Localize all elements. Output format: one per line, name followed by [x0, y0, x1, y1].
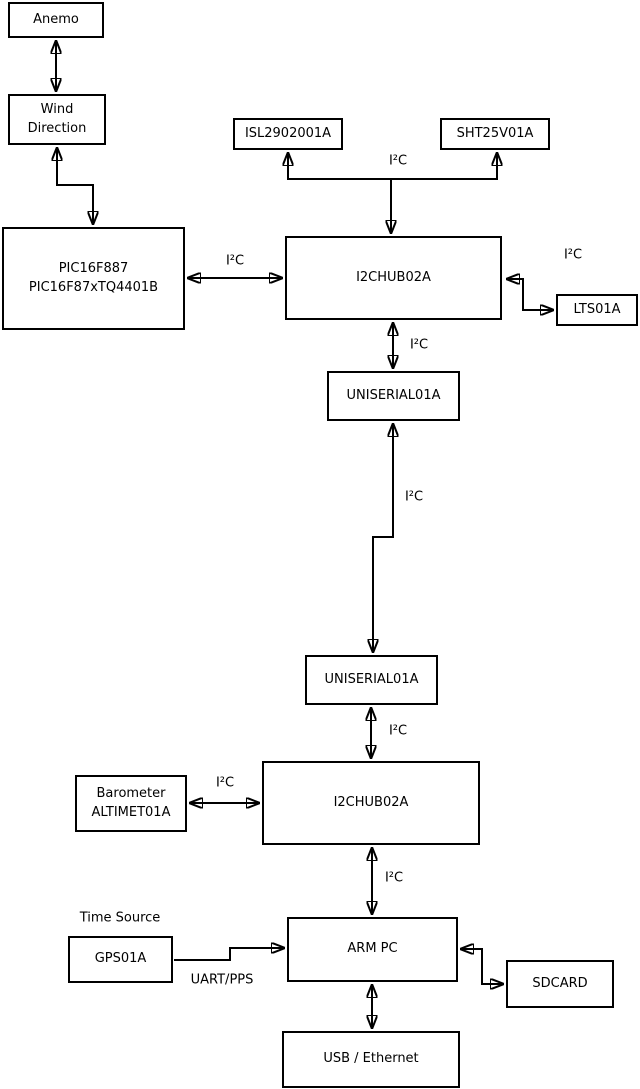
connector-hub1-lts: [507, 279, 553, 310]
node-lts01a-label: LTS01A: [573, 301, 621, 317]
edge-label-time-source: Time Source: [79, 910, 161, 926]
edge-label-uart-pps: UART/PPS: [190, 972, 254, 988]
edge-label-i2c-hub1-lts: I²C: [563, 247, 583, 263]
node-uniserial01a-bottom-label: UNISERIAL01A: [324, 671, 419, 687]
edge-label-i2c-uniserial-link: I²C: [404, 489, 424, 505]
node-i2chub02a-bottom: I2CHUB02A: [262, 761, 480, 845]
node-sdcard: SDCARD: [506, 960, 614, 1008]
node-i2chub02a-top: I2CHUB02A: [285, 236, 502, 320]
node-arm-pc: ARM PC: [287, 917, 458, 982]
node-usb-ethernet: USB / Ethernet: [282, 1031, 460, 1088]
node-uniserial01a-bottom: UNISERIAL01A: [305, 655, 438, 705]
edge-label-i2c-hub2-armpc: I²C: [384, 870, 404, 886]
connector-gps-armpc: [174, 948, 284, 961]
node-pic16f887-label-line1: PIC16F887: [58, 260, 129, 276]
node-sdcard-label: SDCARD: [532, 975, 588, 991]
node-gps01a-label: GPS01A: [94, 951, 147, 967]
node-wind-direction-label-line2: Direction: [27, 120, 87, 136]
node-wind-direction-label-line1: Wind: [40, 101, 74, 117]
node-barometer: Barometer ALTIMET01A: [75, 775, 187, 832]
connector-uniserial1-uniserial2: [373, 424, 393, 652]
edge-label-i2c-barometer-hub2: I²C: [215, 775, 235, 791]
node-anemo-label: Anemo: [33, 11, 79, 27]
node-usb-ethernet-label: USB / Ethernet: [323, 1051, 419, 1067]
node-anemo: Anemo: [8, 2, 104, 38]
node-sht25v01a: SHT25V01A: [440, 118, 550, 150]
node-pic16f887-label-line2: PIC16F87xTQ4401B: [28, 279, 159, 295]
node-wind-direction: Wind Direction: [8, 94, 106, 145]
node-gps01a: GPS01A: [68, 936, 173, 983]
node-i2chub02a-top-label: I2CHUB02A: [356, 269, 431, 285]
connector-hub1-sensors-branch: [288, 153, 497, 180]
edge-label-i2c-hub1-uniserial1: I²C: [409, 337, 429, 353]
node-isl2902001a-label: ISL2902001A: [244, 125, 332, 141]
node-barometer-label-line1: Barometer: [96, 785, 166, 801]
node-isl2902001a: ISL2902001A: [233, 118, 343, 150]
node-lts01a: LTS01A: [556, 294, 638, 326]
edge-label-i2c-hub1-sensors: I²C: [388, 153, 408, 169]
node-uniserial01a-top: UNISERIAL01A: [327, 371, 460, 421]
node-arm-pc-label: ARM PC: [347, 941, 398, 957]
node-sht25v01a-label: SHT25V01A: [456, 125, 534, 141]
node-i2chub02a-bottom-label: I2CHUB02A: [333, 794, 409, 810]
node-pic16f887: PIC16F887 PIC16F87xTQ4401B: [2, 227, 185, 330]
edge-label-i2c-pic-hub1: I²C: [225, 253, 245, 269]
node-uniserial01a-top-label: UNISERIAL01A: [346, 387, 441, 403]
connector-wind-pic: [57, 148, 93, 224]
connector-armpc-sdcard: [461, 949, 503, 984]
node-barometer-label-line2: ALTIMET01A: [91, 804, 171, 820]
edge-label-i2c-uniserial2-hub2: I²C: [388, 723, 408, 739]
